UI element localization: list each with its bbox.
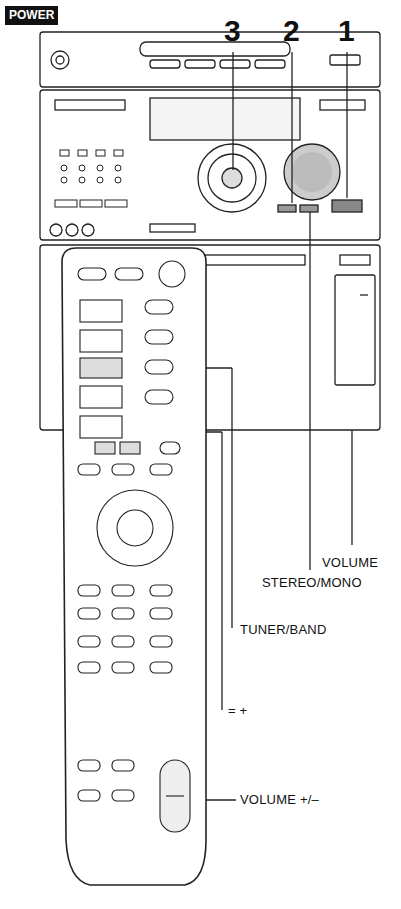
- control-label: STEREO/MONO: [262, 576, 362, 590]
- control-label: = +: [228, 704, 247, 718]
- callout-number: 2: [283, 14, 300, 47]
- button-tag: POWER: [5, 6, 58, 25]
- callout-number: 1: [338, 14, 355, 47]
- control-label: TUNER/BAND: [240, 623, 327, 637]
- control-label: VOLUME: [322, 556, 378, 570]
- control-label: VOLUME +/–: [240, 793, 319, 807]
- callout-number: 3: [224, 14, 241, 47]
